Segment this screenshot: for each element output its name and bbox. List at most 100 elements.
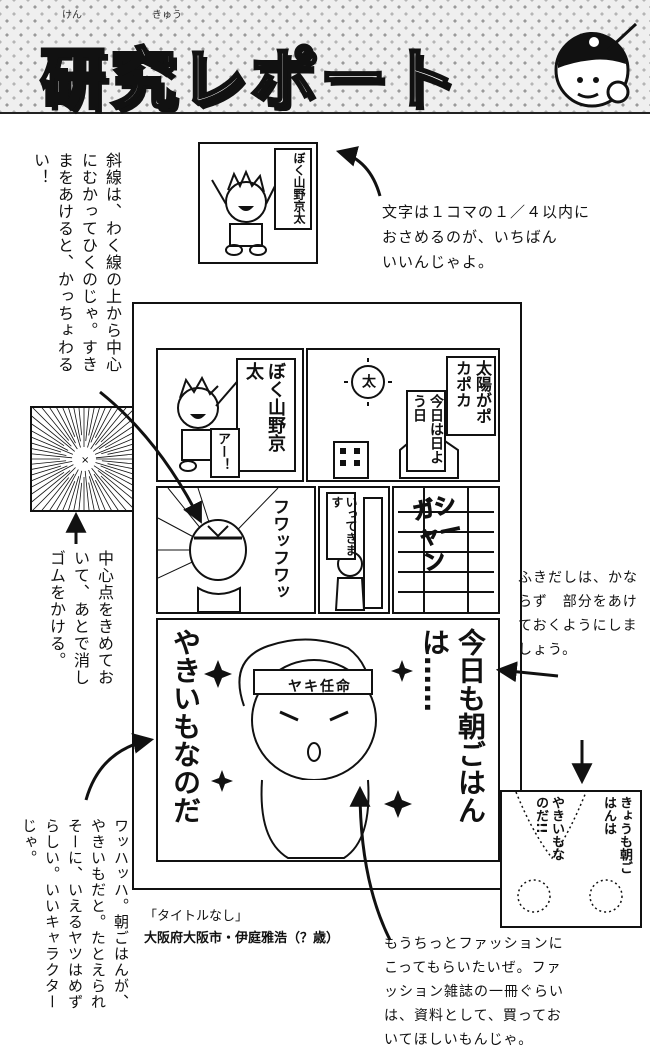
- burst-line: [56, 408, 76, 444]
- burst-line: [95, 453, 136, 459]
- panel-2-sun-label: 太: [360, 374, 376, 388]
- burst-line: [32, 465, 62, 476]
- comic-panel-2: 太 太陽がポカポカ 今日は日よう日: [306, 348, 500, 482]
- header-banner: けん きゅう 研究レポート: [0, 0, 650, 120]
- note-fashion-line-4: は、資料として、買ってお: [384, 1008, 562, 1024]
- burst-line: [87, 408, 100, 448]
- burst-line: [56, 469, 79, 510]
- comic-panel-4: いってきます: [318, 486, 390, 614]
- burst-line: [78, 482, 83, 510]
- example-balloon-panel: きょうも朝ごはんは やきいもなのだ!!: [500, 790, 642, 928]
- submission-author: 大阪府大阪市・伊庭雅浩（？歳）: [144, 931, 340, 946]
- small-panel-name: ぼく山野京太: [292, 152, 306, 224]
- burst-line: [90, 408, 119, 450]
- burst-line: [32, 415, 75, 452]
- burst-line: [32, 460, 73, 470]
- comic-page: ぼく山野京太 アー！ 太 太陽がポカポカ 今日は日よう日: [132, 302, 522, 890]
- burst-line: [32, 453, 73, 459]
- panel-1-shout: アー！: [215, 432, 230, 471]
- arrow-to-panel-3: [99, 390, 202, 524]
- burst-line: [41, 408, 70, 441]
- burst-line: [32, 470, 71, 503]
- burst-line: [98, 423, 136, 450]
- sample-panel-small: ぼく山野京太: [198, 142, 318, 264]
- burst-line: [85, 408, 90, 442]
- burst-line: [95, 408, 127, 446]
- balloon-outline-drawing: [515, 791, 623, 913]
- burst-line: [90, 408, 106, 443]
- note-fashion-line-5: いてほしいもんじゃ。: [384, 1032, 534, 1048]
- burst-line: [88, 469, 106, 510]
- burst-line: [93, 415, 136, 452]
- boy-headband-drawing: [204, 638, 413, 859]
- panel-6-caption: 今日も朝ごはんは……: [418, 628, 487, 824]
- burst-line: [104, 469, 136, 488]
- panel-3-sfx: フワッフワッ: [269, 498, 289, 600]
- burst-line: [32, 408, 72, 447]
- burst-line: [32, 437, 74, 455]
- submission-title: 「タイトルなし」: [144, 909, 249, 924]
- arrow-to-small-panel: [335, 146, 382, 197]
- panel-2-day: 今日は日よう日: [411, 394, 444, 464]
- note-laugh: ワッハッハ。朝ごはんが、やきいもだと。たとえられそーに、いえるヤツはめずらしい。…: [20, 818, 130, 1010]
- boy-waking-drawing: [157, 487, 279, 613]
- burst-line: [104, 430, 136, 449]
- center-mark: ×: [81, 455, 89, 466]
- burst-line: [62, 408, 76, 437]
- headband-text: ヤキ任命: [288, 679, 352, 695]
- burst-line: [49, 408, 78, 450]
- title-ruby-kyuu: きゅう: [152, 10, 182, 21]
- shutter-crash-drawing: [398, 488, 494, 612]
- note-text-size-line-1: 文字は１コマの１／４以内に: [382, 203, 591, 221]
- panel-2-caption: 太陽がポカポカ: [453, 360, 492, 424]
- burst-line: [94, 408, 112, 439]
- burst-line: [32, 467, 76, 510]
- note-text-size-line-3: いいんじゃよ。: [382, 253, 495, 271]
- comic-panel-6: ヤキ任命 今日も朝ごはんは…… やきいもなのだ: [156, 618, 500, 862]
- burst-line: [94, 479, 112, 510]
- burst-line: [32, 464, 74, 488]
- example-text-2: やきいもなのだ!!: [533, 796, 564, 861]
- burst-line: [93, 473, 119, 510]
- burst-line: [32, 465, 68, 481]
- burst-line: [62, 481, 76, 510]
- burst-line: [88, 476, 100, 510]
- note-fashion-line-1: もうちっとファッションに: [384, 936, 564, 952]
- burst-line: [32, 430, 69, 451]
- burst-line: [32, 460, 67, 465]
- panel-6-caption-2: やきいもなのだ: [169, 628, 202, 824]
- burst-line: [100, 465, 136, 481]
- burst-line: [32, 442, 62, 453]
- burst-line: [95, 462, 136, 476]
- burst-line: [32, 423, 65, 446]
- comic-panel-3: フワッフワッ: [156, 486, 316, 614]
- burst-line: [68, 408, 81, 448]
- burst-line: [101, 442, 136, 455]
- burst-line: [73, 408, 81, 442]
- comic-panel-1: ぼく山野京太 アー！: [156, 348, 304, 482]
- burst-line: [73, 470, 83, 510]
- burst-line: [97, 470, 136, 503]
- title-ruby-ken: けん: [62, 10, 82, 21]
- comic-panel-5: ガシャーン: [392, 486, 500, 614]
- burst-line: [88, 408, 95, 436]
- burst-line: [49, 473, 75, 510]
- page-title: 研究レポート: [39, 40, 460, 120]
- burst-line: [93, 465, 136, 495]
- burst-line: [94, 437, 136, 455]
- note-diagonal-lines: 斜線は、わく線の上から中心にむかってひくのじゃ。すきまをあけると、かっちょわるい…: [31, 152, 122, 373]
- burst-line: [91, 468, 127, 510]
- burst-line: [68, 476, 80, 510]
- note-fashion: もうちっとファッションに こってもらいたいぜ。ファ ッション雑誌の一冊ぐらい は…: [384, 932, 646, 1052]
- burst-line: [32, 472, 65, 495]
- note-fashion-line-3: ッション雑誌の一冊ぐらい: [384, 984, 564, 1000]
- note-balloon: ふきだしは、かならず 部分をあけておくようにしましょう。: [518, 570, 638, 658]
- burst-line: [41, 477, 70, 510]
- arrow-to-sparkle: [84, 733, 155, 801]
- submission-info: 「タイトルなし」 大阪府大阪市・伊庭雅浩（？歳）: [144, 906, 339, 950]
- burst-line: [78, 408, 83, 436]
- note-text-size-line-2: おさめるのが、いちばん: [382, 228, 558, 246]
- arrow-to-panel-6: [495, 661, 559, 683]
- burst-lines: ×: [32, 408, 136, 510]
- note-text-size: 文字は１コマの１／４以内に おさめるのが、いちばん いいんじゃよ。: [382, 200, 622, 275]
